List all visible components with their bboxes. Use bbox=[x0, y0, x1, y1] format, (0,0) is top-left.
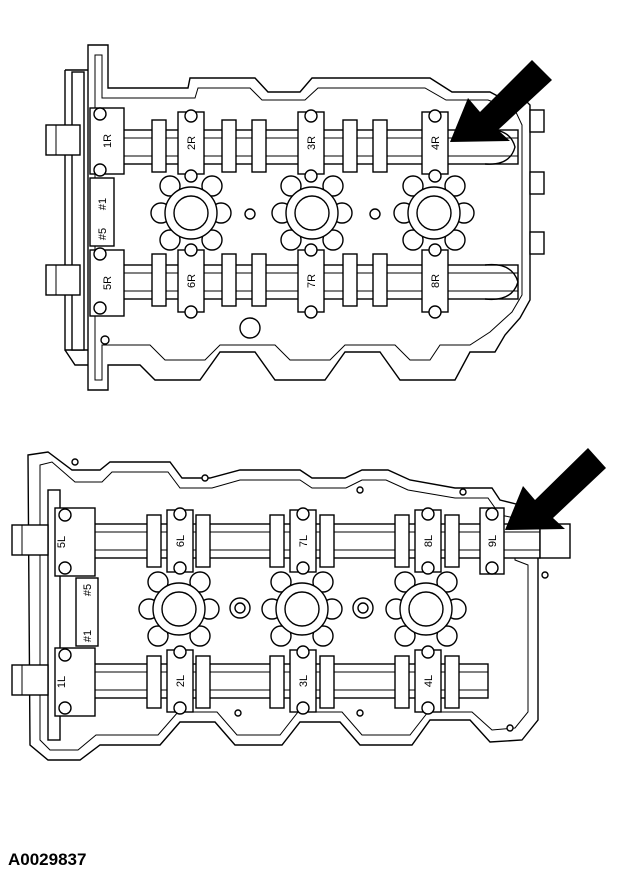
upper-spark-plug-towers bbox=[150, 175, 475, 251]
label-3R: 3R bbox=[306, 136, 318, 150]
cylinder-mark-plate bbox=[75, 577, 99, 647]
label-6R: 6R bbox=[186, 274, 198, 288]
upper-bolts bbox=[93, 107, 442, 345]
camshaft-end-extension bbox=[539, 523, 571, 559]
cylinder-mark-plate bbox=[89, 177, 115, 247]
label-6L: 6L bbox=[175, 535, 187, 547]
label-2R: 2R bbox=[186, 136, 198, 150]
label-5R: 5R bbox=[102, 276, 114, 290]
label-5L: 5L bbox=[56, 536, 68, 548]
cylinder-mark-5: #5 bbox=[97, 228, 109, 240]
label-1R: 1R bbox=[102, 134, 114, 148]
label-3L: 3L bbox=[298, 675, 310, 687]
lower-spark-plug-towers bbox=[138, 571, 467, 647]
label-9L: 9L bbox=[487, 535, 499, 547]
label-8R: 8R bbox=[430, 274, 442, 288]
upper-cylinder-head: 1R 2R 3R 4R 5R 6R 7R 8R #1 #5 bbox=[45, 44, 552, 391]
cylinder-mark-1: #1 bbox=[82, 630, 94, 642]
label-4L: 4L bbox=[423, 675, 435, 687]
cylinder-mark-5: #5 bbox=[82, 584, 94, 596]
label-2L: 2L bbox=[175, 675, 187, 687]
upper-arrow-indicator bbox=[450, 60, 552, 142]
label-7R: 7R bbox=[306, 274, 318, 288]
label-1L: 1L bbox=[56, 676, 68, 688]
lower-arrow-indicator bbox=[505, 448, 606, 530]
cylinder-mark-1: #1 bbox=[97, 198, 109, 210]
lower-cylinder-head: 5L 6L 7L 8L 9L 1L 2L 3L 4L #5 #1 bbox=[11, 448, 606, 761]
label-7L: 7L bbox=[298, 535, 310, 547]
label-4R: 4R bbox=[430, 136, 442, 150]
figure-reference-number: A0029837 bbox=[8, 850, 87, 869]
label-8L: 8L bbox=[423, 535, 435, 547]
lower-bolts bbox=[58, 458, 549, 732]
